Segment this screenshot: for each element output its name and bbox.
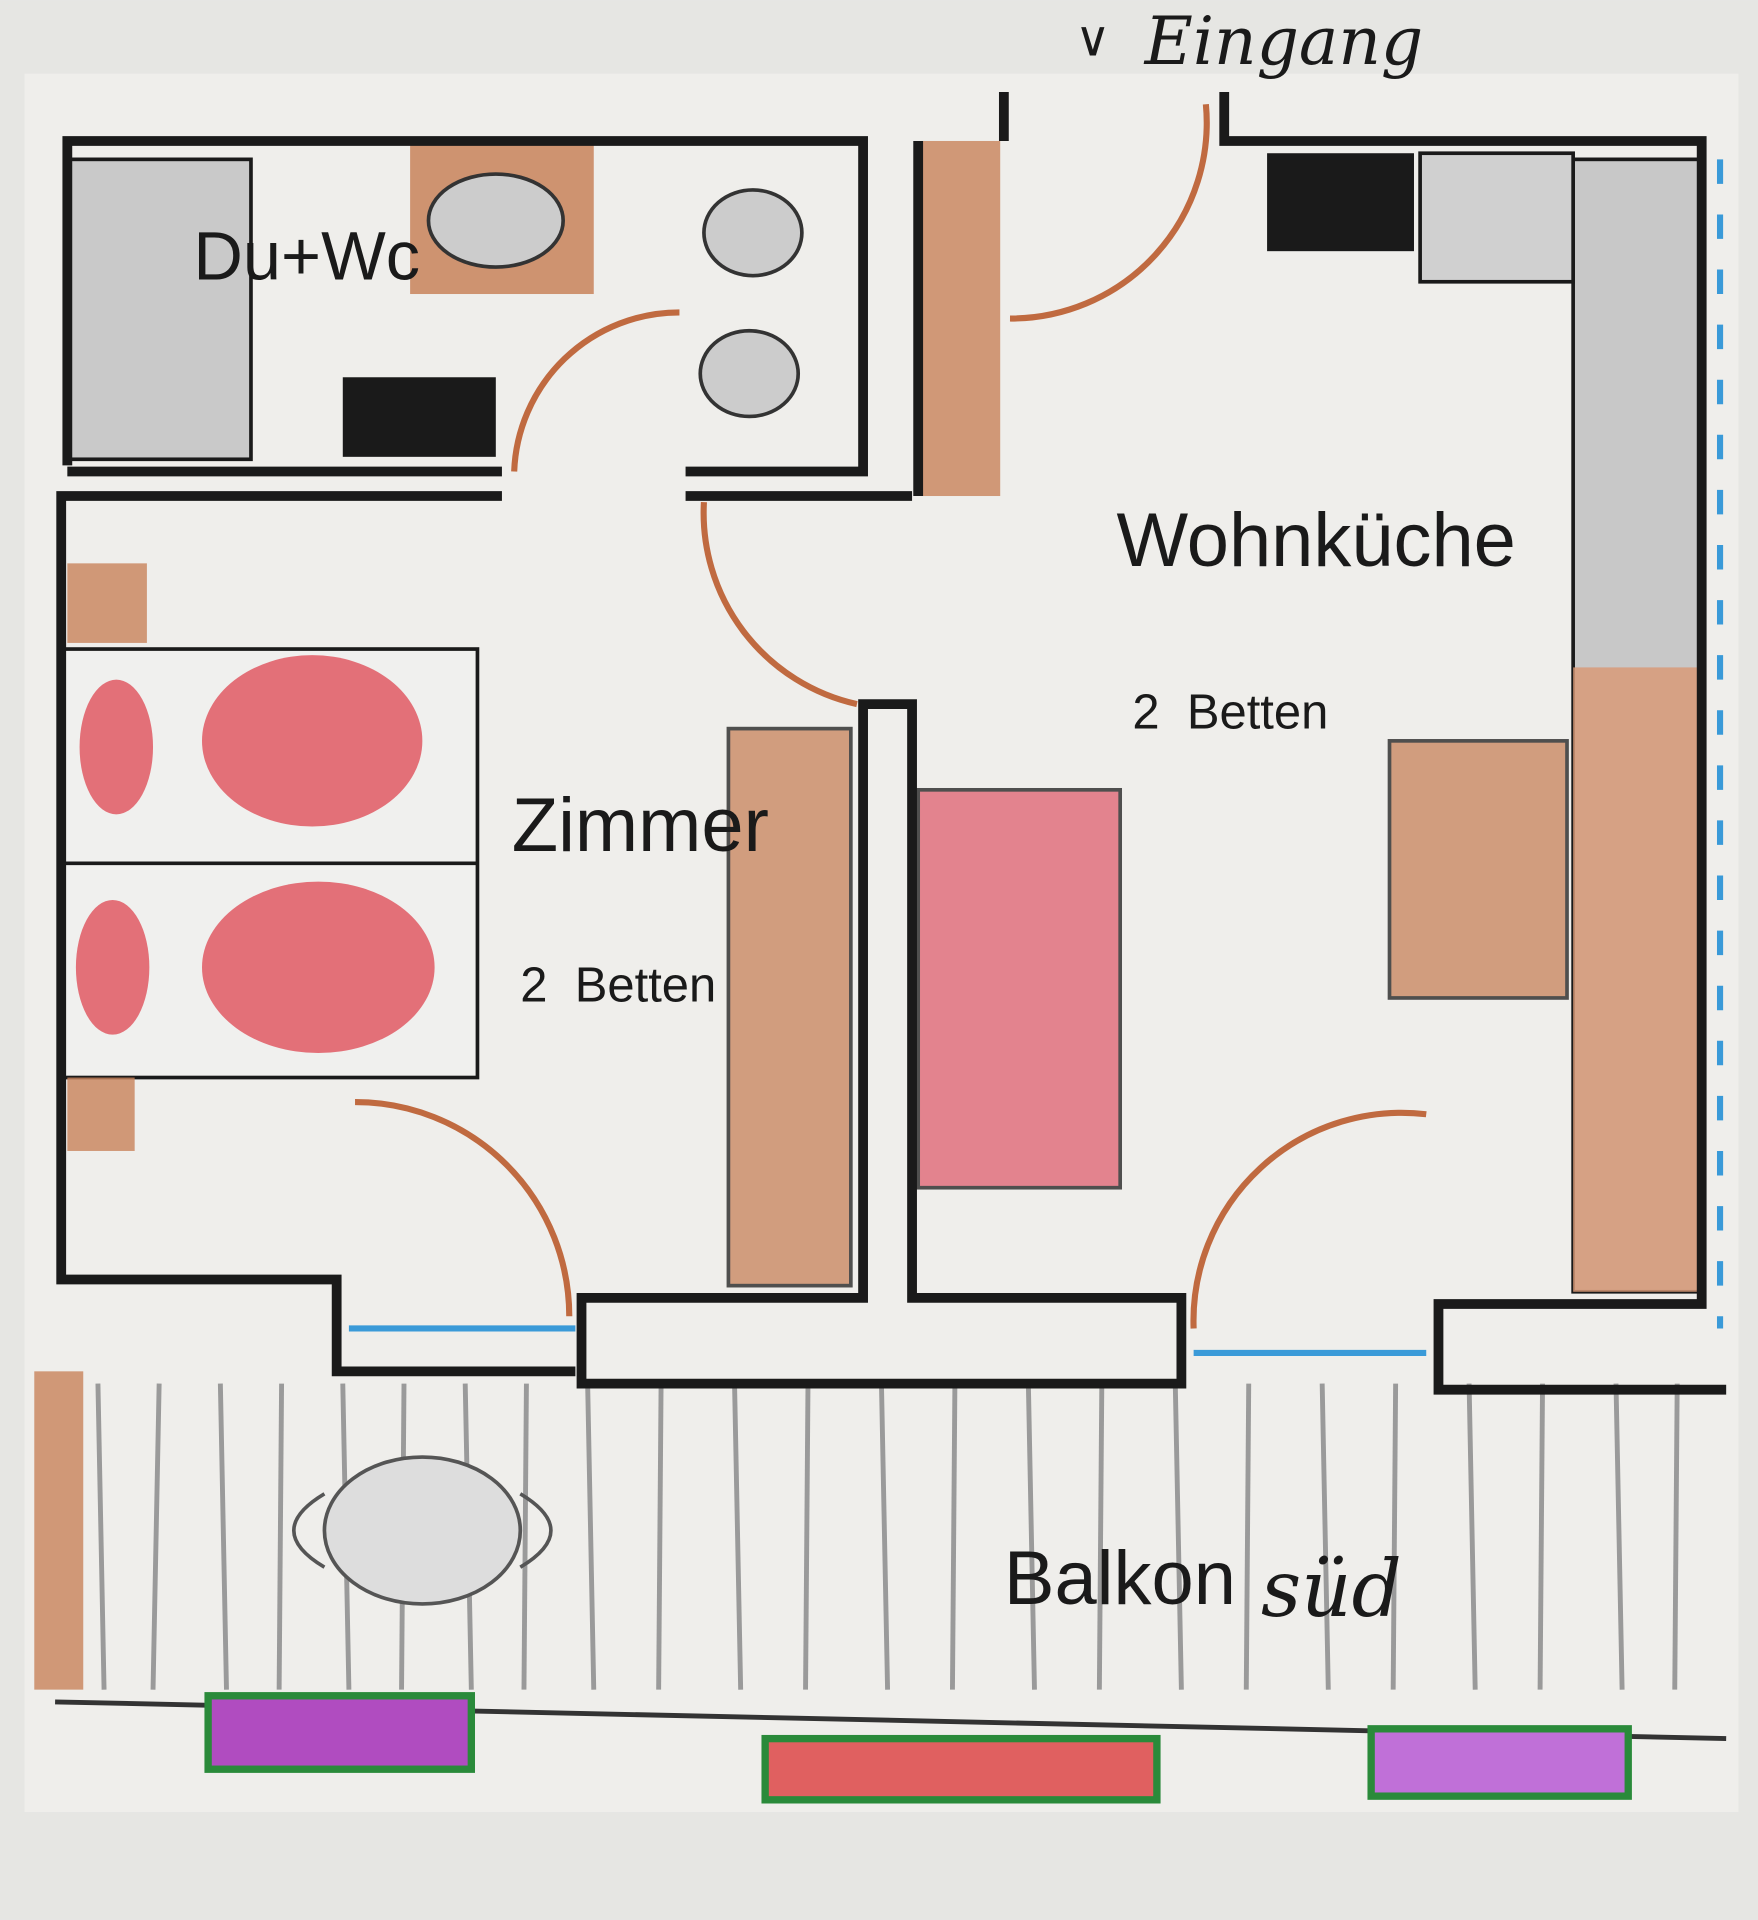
pillow xyxy=(79,679,154,815)
wardrobe xyxy=(726,726,853,1288)
entry-closet xyxy=(920,140,1001,497)
cabinet xyxy=(1573,667,1702,1292)
window-radiator xyxy=(1267,153,1414,252)
walls xyxy=(56,92,1727,1395)
balcony-orientation: süd xyxy=(1261,1544,1402,1635)
pillow xyxy=(201,655,423,827)
dining-table xyxy=(1387,739,1569,1000)
upper-cabinet xyxy=(1418,151,1575,284)
pillow xyxy=(201,881,435,1054)
balcony-label: Balkon xyxy=(1004,1536,1236,1621)
living-kitchen-label: Wohnküche xyxy=(1117,498,1516,583)
balcony-table xyxy=(292,1455,553,1606)
sofa-bed xyxy=(916,787,1123,1190)
planters xyxy=(204,1692,1632,1804)
windows xyxy=(348,159,1724,1357)
window-radiator xyxy=(342,377,496,457)
nightstand xyxy=(67,563,147,643)
toilet xyxy=(702,188,804,278)
living-kitchen-beds: 2 Betten xyxy=(1132,686,1328,740)
entrance-label: Eingang xyxy=(1144,3,1424,80)
pillow xyxy=(75,900,150,1035)
bidet xyxy=(698,328,801,419)
balcony-side-wood xyxy=(34,1371,84,1690)
room-label: Zimmer xyxy=(512,783,769,868)
shower xyxy=(65,157,253,462)
bathroom-label: Du+Wc xyxy=(193,217,420,294)
entrance-arrow-icon: ∨ xyxy=(1075,12,1111,66)
doors xyxy=(355,103,1427,1329)
sink-basin xyxy=(426,172,565,269)
room-beds: 2 Betten xyxy=(520,959,716,1013)
nightstand xyxy=(67,1077,135,1151)
